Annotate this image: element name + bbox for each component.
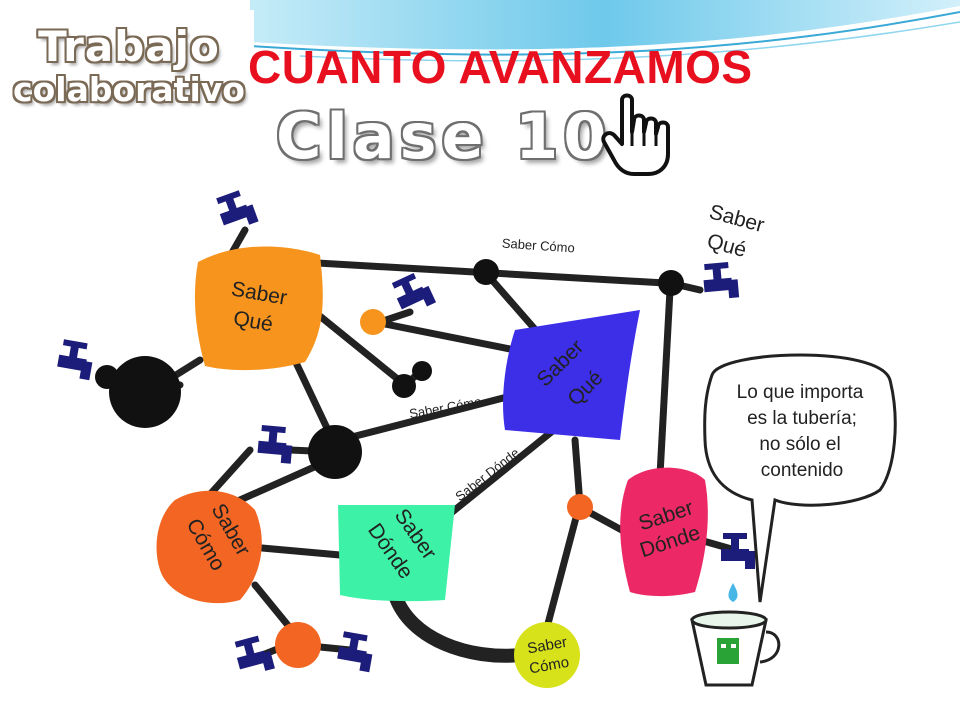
thick-pipe: [388, 588, 527, 663]
junction-ball-orange: [567, 494, 593, 520]
cup-icon: [690, 610, 781, 687]
node-saber-como-orange: [156, 490, 262, 604]
speech-bubble-text: contenido: [761, 460, 843, 481]
trabajo-colaborativo-logo: Trabajo colaborativo: [4, 10, 254, 118]
junction-ball-orange: [360, 309, 386, 335]
water-drop-icon: [728, 583, 738, 602]
pipe: [656, 286, 674, 479]
node-label: Cómo: [528, 654, 570, 678]
junction-ball-orange: [275, 622, 321, 668]
logo-line-1: Trabajo: [38, 22, 220, 71]
hand-pointer-icon: [601, 93, 670, 176]
speech-bubble-text: es la tubería;: [747, 408, 857, 429]
junction-ball: [658, 270, 684, 296]
pipe: [371, 318, 519, 354]
junction-ball: [412, 361, 432, 381]
node-saber-que-orange: [194, 246, 323, 371]
node-saber-que-blue: [503, 310, 640, 440]
junction-ball: [95, 365, 119, 389]
page-title: CUANTO AVANZAMOS: [248, 41, 753, 93]
junction-ball: [392, 374, 416, 398]
speech-bubble-text: Lo que importa: [737, 382, 864, 403]
faucet-icon: [390, 269, 437, 317]
pipe-label: Saber Cómo: [501, 235, 575, 255]
class-number-title: Clase 10: [276, 100, 612, 173]
faucet-icon: [256, 424, 294, 464]
pipe-label: Saber Cómo: [408, 394, 482, 421]
junction-ball: [308, 425, 362, 479]
logo-line-2: colaborativo: [13, 70, 245, 109]
faucet-icon: [232, 633, 275, 678]
top-swoosh-decoration: [249, 0, 960, 62]
junction-ball: [473, 259, 499, 285]
node-label: Qué: [705, 229, 749, 261]
faucet-icon: [214, 187, 259, 233]
faucet-icon: [702, 261, 740, 301]
faucet-icon: [55, 338, 96, 381]
junction-ball: [109, 356, 181, 428]
pipe: [258, 544, 344, 559]
pipe: [481, 268, 544, 339]
node-saber-donde-green: [338, 505, 455, 602]
node-saber-donde-pink: [620, 467, 708, 597]
node-saber-como-yellow: [514, 622, 580, 688]
pipe: [336, 391, 519, 444]
speech-bubble-text: no sólo el: [759, 434, 840, 455]
pipe-label: Saber Dónde: [452, 445, 522, 504]
faucet-icon: [335, 630, 376, 673]
speech-bubble: [703, 353, 897, 603]
node-label: Saber: [526, 634, 568, 658]
faucet-icon: [721, 533, 755, 569]
pipe: [541, 506, 582, 639]
